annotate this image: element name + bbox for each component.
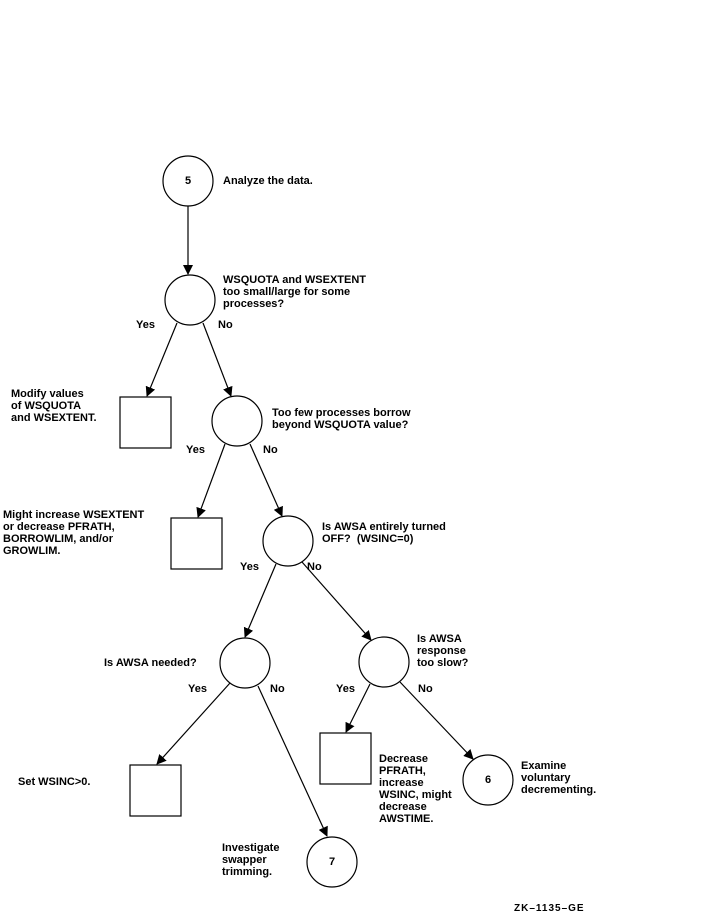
- decision-q3-label: Is AWSA entirely turned OFF? (WSINC=0): [322, 521, 446, 545]
- branch-q5-no: No: [418, 683, 433, 695]
- end-node-6-label: Examine voluntary decrementing.: [521, 760, 597, 796]
- action-2-label: Might increase WSEXTENT or decrease PFRA…: [3, 509, 145, 557]
- action-box-5: [319, 732, 372, 785]
- branch-q4-yes: Yes: [188, 683, 207, 695]
- branch-q2-yes: Yes: [186, 444, 205, 456]
- figure-code: ZK–1135–GE: [514, 903, 585, 914]
- decision-q4-circle: [219, 637, 271, 689]
- edge-q5-no: [399, 681, 474, 760]
- edge-q3-yes: [243, 563, 277, 638]
- branch-q2-no: No: [263, 444, 278, 456]
- action-5-label: Decrease PFRATH, increase WSINC, might d…: [379, 753, 452, 825]
- edge-q2-yes: [196, 443, 226, 518]
- decision-q2-circle: [211, 395, 263, 447]
- start-node-number: 5: [184, 175, 192, 187]
- edge-q2-no: [249, 443, 283, 517]
- branch-q4-no: No: [270, 683, 285, 695]
- end-node-7-label: Investigate swapper trimming.: [222, 842, 280, 878]
- end-node-6-number: 6: [484, 774, 492, 786]
- action-4-label: Set WSINC>0.: [18, 776, 91, 788]
- decision-q2-label: Too few processes borrow beyond WSQUOTA …: [272, 407, 411, 431]
- decision-q1-label: WSQUOTA and WSEXTENT too small/large for…: [223, 274, 366, 310]
- decision-q4-label: Is AWSA needed?: [104, 657, 197, 669]
- edge-q1-no: [202, 322, 233, 397]
- decision-q5-circle: [358, 636, 410, 688]
- branch-q3-yes: Yes: [240, 561, 259, 573]
- edge-q1-yes: [145, 322, 178, 397]
- edge-q4-no: [257, 685, 328, 837]
- action-box-4: [129, 764, 182, 817]
- branch-q1-no: No: [218, 319, 233, 331]
- end-node-7-number: 7: [328, 856, 336, 868]
- decision-q1-circle: [164, 274, 216, 326]
- edge-q5-yes: [345, 683, 371, 733]
- branch-q5-yes: Yes: [336, 683, 355, 695]
- end-node-6-circle: [462, 754, 514, 806]
- edge-q3-no: [301, 561, 372, 641]
- edge-q4-yes: [156, 682, 231, 765]
- action-1-label: Modify values of WSQUOTA and WSEXTENT.: [11, 388, 97, 424]
- branch-q3-no: No: [307, 561, 322, 573]
- start-node-label: Analyze the data.: [223, 175, 313, 187]
- end-node-7-circle: [306, 836, 358, 888]
- decision-q3-circle: [262, 515, 314, 567]
- decision-q5-label: Is AWSA response too slow?: [417, 633, 469, 669]
- action-box-2: [170, 517, 223, 570]
- action-box-1: [119, 396, 172, 449]
- branch-q1-yes: Yes: [136, 319, 155, 331]
